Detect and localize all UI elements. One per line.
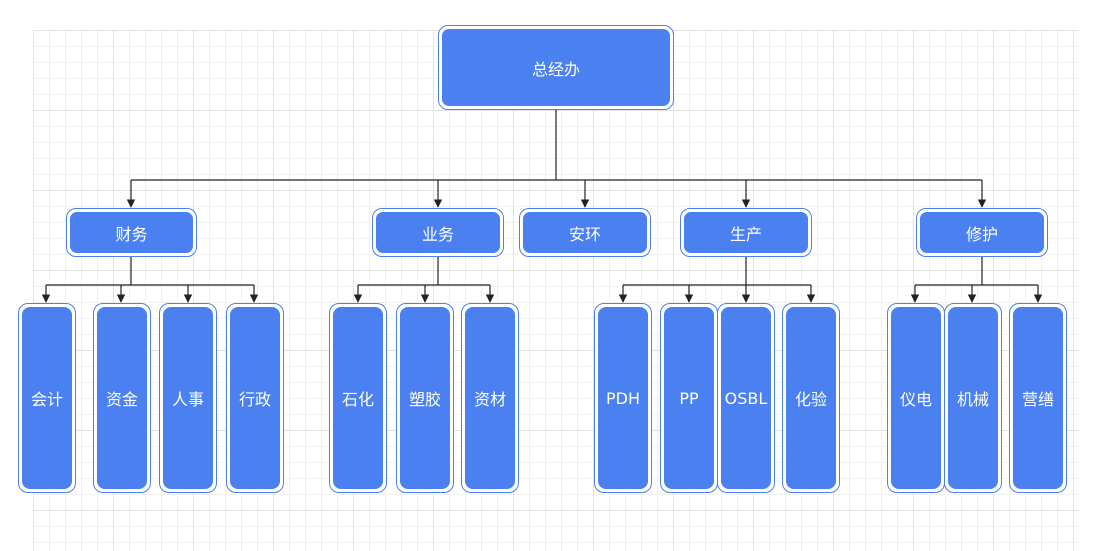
leaf-node-admin[interactable]: 行政 <box>226 303 284 493</box>
dept-label: 安环 <box>523 212 647 253</box>
leaf-label: 资金 <box>97 307 147 489</box>
dept-node-safety-env[interactable]: 安环 <box>519 208 651 257</box>
leaf-label: 行政 <box>230 307 280 489</box>
dept-node-finance[interactable]: 财务 <box>66 208 197 257</box>
leaf-node-instrument-electric[interactable]: 仪电 <box>887 303 945 493</box>
leaf-label: OSBL <box>721 307 771 489</box>
dept-node-maintenance[interactable]: 修护 <box>916 208 1048 257</box>
dept-label: 业务 <box>376 212 500 253</box>
leaf-label: 石化 <box>333 307 383 489</box>
dept-label: 生产 <box>684 212 808 253</box>
leaf-label: 人事 <box>163 307 213 489</box>
leaf-label: 机械 <box>948 307 998 489</box>
leaf-label: 化验 <box>786 307 836 489</box>
leaf-label: 塑胶 <box>400 307 450 489</box>
dept-node-business[interactable]: 业务 <box>372 208 504 257</box>
dept-node-production[interactable]: 生产 <box>680 208 812 257</box>
leaf-node-hr[interactable]: 人事 <box>159 303 217 493</box>
leaf-label: PDH <box>598 307 648 489</box>
leaf-node-materials[interactable]: 资材 <box>461 303 519 493</box>
leaf-node-osbl[interactable]: OSBL <box>717 303 775 493</box>
leaf-node-accounting[interactable]: 会计 <box>18 303 76 493</box>
leaf-node-funds[interactable]: 资金 <box>93 303 151 493</box>
leaf-node-petrochem[interactable]: 石化 <box>329 303 387 493</box>
leaf-node-pdh[interactable]: PDH <box>594 303 652 493</box>
leaf-label: PP <box>664 307 714 489</box>
leaf-node-construction[interactable]: 营缮 <box>1009 303 1067 493</box>
leaf-node-pp[interactable]: PP <box>660 303 718 493</box>
leaf-node-plastics[interactable]: 塑胶 <box>396 303 454 493</box>
dept-label: 修护 <box>920 212 1044 253</box>
leaf-node-lab[interactable]: 化验 <box>782 303 840 493</box>
leaf-label: 资材 <box>465 307 515 489</box>
dept-label: 财务 <box>70 212 193 253</box>
root-label: 总经办 <box>442 29 670 106</box>
leaf-node-mechanical[interactable]: 机械 <box>944 303 1002 493</box>
leaf-label: 营缮 <box>1013 307 1063 489</box>
leaf-label: 仪电 <box>891 307 941 489</box>
leaf-label: 会计 <box>22 307 72 489</box>
root-node[interactable]: 总经办 <box>438 25 674 110</box>
